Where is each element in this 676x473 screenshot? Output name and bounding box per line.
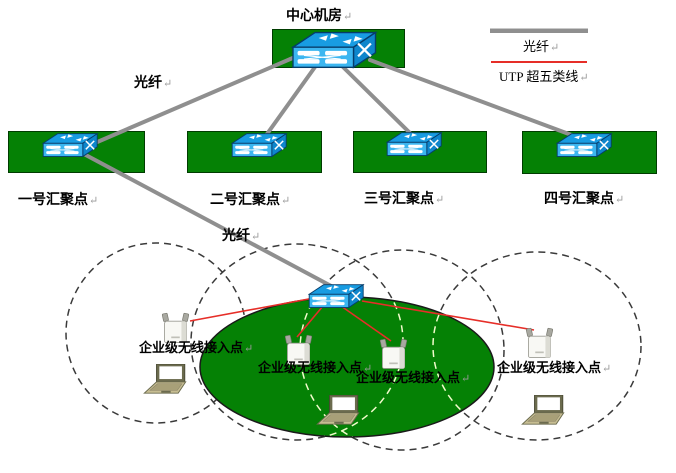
legend-utp-label-text: UTP 超五类线 [499,69,579,84]
ap-label-4-text: 企业级无线接入点 [497,360,602,375]
legend-fiber-label-text: 光纤 [523,39,550,54]
legend-utp-line [491,61,587,63]
laptop-icon-3 [520,395,566,427]
fiber-line-core-to-agg1 [86,55,297,148]
fiber-line-core-to-agg2 [260,65,317,143]
aggregation-label-3: 三号汇聚点↵ [364,192,444,207]
central-room-title: 中心机房↵ [286,5,352,25]
aggregation-label-3-text: 三号汇聚点 [364,192,434,207]
aggregation-switch-icon-3 [386,129,446,158]
ap-label-2: 企业级无线接入点↵ [258,360,373,375]
paragraph-mark: ↵ [343,11,353,23]
ap-label-2-text: 企业级无线接入点 [258,360,363,375]
aggregation-label-4: 四号汇聚点↵ [544,192,624,207]
legend-fiber-label: 光纤↵ [523,36,559,55]
ap-label-3-text: 企业级无线接入点 [356,370,461,385]
wireless-ap-icon-4 [525,326,554,360]
paragraph-mark: ↵ [244,343,254,355]
core-switch-icon [291,27,383,71]
ap-label-3: 企业级无线接入点↵ [356,370,471,385]
legend-utp-label: UTP 超五类线↵ [499,66,589,85]
utp-line-ap4 [361,300,535,331]
fiber-annotation-top: 光纤↵ [134,76,172,91]
access-switch-icon [308,281,368,310]
paragraph-mark: ↵ [615,194,625,206]
ap-label-1-text: 企业级无线接入点 [139,340,244,355]
aggregation-label-1: 一号汇聚点↵ [18,193,98,208]
laptop-icon-2 [315,395,361,427]
fiber-line-core-to-agg3 [341,65,415,138]
legend-fiber-line [490,28,588,33]
fiber-annotation-bottom-text: 光纤 [222,229,250,244]
fiber-line-agg1-to-access [80,151,335,289]
central-room-title-text: 中心机房 [286,9,342,24]
ap-label-4: 企业级无线接入点↵ [497,360,612,375]
paragraph-mark: ↵ [461,373,471,385]
aggregation-label-2: 二号汇聚点↵ [210,193,290,208]
fiber-annotation-bottom: 光纤↵ [222,229,260,244]
paragraph-mark: ↵ [89,195,99,207]
paragraph-mark: ↵ [602,363,612,375]
utp-line-ap1 [189,297,315,322]
aggregation-switch-icon-4 [556,130,616,159]
aggregation-label-2-text: 二号汇聚点 [210,193,280,208]
paragraph-mark: ↵ [550,42,560,54]
paragraph-mark: ↵ [251,231,261,243]
aggregation-label-4-text: 四号汇聚点 [544,192,614,207]
fiber-annotation-top-text: 光纤 [134,76,162,91]
laptop-icon-1 [142,364,188,396]
ap-label-1: 企业级无线接入点↵ [139,340,254,355]
paragraph-mark: ↵ [363,363,373,375]
paragraph-mark: ↵ [579,72,589,84]
paragraph-mark: ↵ [163,78,173,90]
fiber-line-core-to-agg4 [368,58,587,142]
paragraph-mark: ↵ [435,194,445,206]
aggregation-label-1-text: 一号汇聚点 [18,193,88,208]
utp-line-ap3 [340,305,392,342]
aggregation-switch-icon-1 [42,130,102,159]
coverage-circle-4 [432,251,642,441]
aggregation-switch-icon-2 [231,130,291,159]
wireless-ap-icon-3 [379,337,408,371]
utp-line-ap2 [296,305,324,338]
paragraph-mark: ↵ [281,195,291,207]
